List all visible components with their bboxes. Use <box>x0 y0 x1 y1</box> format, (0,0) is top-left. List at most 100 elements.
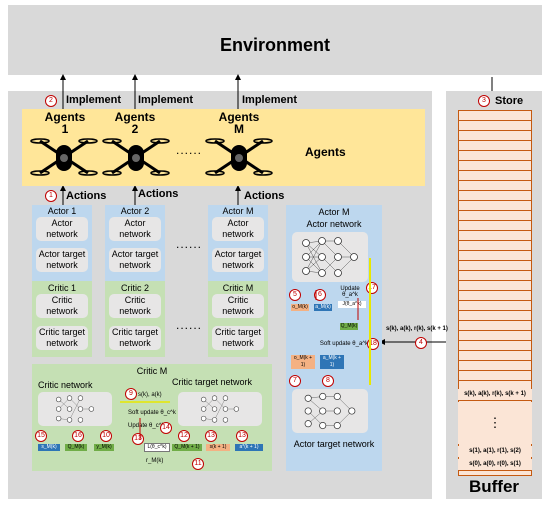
actor-detail-target-label: Actor target network <box>293 439 375 449</box>
critic-detail-title: Critic M <box>136 366 168 376</box>
step-15-marker: 15 <box>35 430 47 442</box>
critic-network: Critic network <box>212 294 264 318</box>
neural-net-icon <box>304 392 356 430</box>
environment-label: Environment <box>219 35 330 55</box>
critic-state-action: s(k), a(k) <box>138 392 162 398</box>
actor-title: Actor 2 <box>120 206 150 216</box>
actor-soft-update-label: Soft update θ_a^k <box>319 341 369 347</box>
actions-label-1: Actions <box>66 190 107 202</box>
step-5-marker: 5 <box>289 289 301 301</box>
critic-next-q: Q_M(k + 1) <box>172 444 202 451</box>
buffer-row-latest: s(k), a(k), r(k), s(k + 1) <box>458 389 532 400</box>
critic-soft-update-label: Soft update θ_c^k <box>128 410 176 416</box>
critic-detail-net-label: Critic network <box>38 380 93 390</box>
actor-next-observation: o_M(k + 1) <box>291 355 315 369</box>
actor-update-label: Update θ_a^k <box>340 286 360 298</box>
agent-column-1: Actor 1 Actor network Actor target netwo… <box>32 205 92 357</box>
step-1-marker: 1 <box>45 190 57 202</box>
actor-title: Actor 1 <box>47 206 77 216</box>
critic-target-network: Critic target network <box>36 326 88 350</box>
agents-band-label: Agents <box>305 145 346 159</box>
agent-column-m: Actor M Actor network Actor target netwo… <box>208 205 268 357</box>
step-4-marker: 4 <box>415 337 427 349</box>
critic-target-network: Critic target network <box>212 326 264 350</box>
sample-tuple-label: s(k), a(k), r(k), s(k + 1) <box>386 326 448 332</box>
critic-update-label: Update θ_c^k <box>128 423 165 429</box>
implement-label-3: Implement <box>242 94 298 106</box>
critic-loss: L(θ_c^k) <box>144 443 170 452</box>
actor-network: Actor network <box>109 217 161 241</box>
critic-target-network: Critic target network <box>109 326 161 350</box>
critic-title: Critic 1 <box>47 283 76 293</box>
actor-target-network: Actor target network <box>36 248 88 272</box>
critic-detail-target-label: Critic target network <box>172 377 253 387</box>
actor-network: Actor network <box>212 217 264 241</box>
actor-objective: J(θ_a^k) <box>338 301 366 308</box>
step-9-marker: 9 <box>125 388 137 400</box>
actions-label-2: Actions <box>138 188 179 200</box>
buffer-row-0: s(0), a(0), r(0), s(1) <box>458 459 532 470</box>
step-10-marker: 10 <box>100 430 112 442</box>
store-label: Store <box>495 95 524 107</box>
step-14-marker: 14 <box>160 422 172 434</box>
neural-net-icon <box>200 395 240 423</box>
buffer-label: Buffer <box>468 477 520 496</box>
drone-icon <box>205 138 273 176</box>
critic-q-value: Q_M(k) <box>65 444 87 451</box>
actor-m-detail: Actor M Actor network 5 6 17 Update θ_a^… <box>286 205 382 471</box>
step-8-marker: 8 <box>322 375 334 387</box>
critic-target-y: y_M(k) <box>94 444 114 451</box>
step-13b-marker: 13 <box>205 430 217 442</box>
columns-ellipsis-top: ...... <box>176 237 203 251</box>
implement-label-1: Implement <box>66 94 122 106</box>
critic-state: s_M(k) <box>38 444 60 451</box>
actor-q-value: Q_M(k) <box>340 323 358 330</box>
critic-m-detail: Critic M Critic network Critic target ne… <box>32 364 272 471</box>
actor-next-action: a_M(k + 1) <box>320 355 344 369</box>
step-3-marker: 3 <box>478 95 490 107</box>
actions-label-3: Actions <box>244 190 285 202</box>
step-16-marker: 16 <box>72 430 84 442</box>
actor-detail-network <box>292 232 368 282</box>
step-7-marker: 7 <box>289 375 301 387</box>
step-12-marker: 12 <box>178 430 190 442</box>
actor-observation: o_M(k) <box>291 304 309 311</box>
agents-ellipsis: ...... <box>176 143 203 157</box>
critic-detail-target-network <box>178 392 262 426</box>
implement-label-2: Implement <box>138 94 194 106</box>
agent-2-label: Agents 2 <box>114 110 156 136</box>
critic-next-state: s(k + 1) <box>206 444 230 451</box>
columns-ellipsis-bottom: ...... <box>176 318 203 332</box>
agent-column-2: Actor 2 Actor network Actor target netwo… <box>105 205 165 357</box>
agent-m-label: Agents M <box>218 110 260 136</box>
actor-detail-net-label: Actor network <box>306 219 362 229</box>
actor-detail-target-network <box>292 389 368 433</box>
drone-icon <box>102 138 170 176</box>
buffer-row-1: s(1), a(1), r(1), s(2) <box>458 446 532 457</box>
critic-reward: r_M(k) <box>146 458 164 464</box>
critic-next-action: a*(k + 1) <box>235 444 263 451</box>
critic-network: Critic network <box>36 294 88 318</box>
step-6-marker: 6 <box>314 289 326 301</box>
actor-target-network: Actor target network <box>109 248 161 272</box>
actor-action: a_M(k) <box>314 304 332 311</box>
critic-title: Critic M <box>222 283 254 293</box>
neural-net-icon <box>302 237 358 277</box>
neural-net-icon <box>55 395 95 423</box>
actor-title: Actor M <box>222 206 254 216</box>
step-13-marker: 13 <box>132 433 144 445</box>
environment-box: Environment <box>8 5 542 75</box>
agent-1-label: Agents 1 <box>44 110 86 136</box>
step-2-marker: 2 <box>45 95 57 107</box>
step-13c-marker: 13 <box>236 430 248 442</box>
actor-detail-title: Actor M <box>318 207 350 217</box>
drone-icon <box>30 138 98 176</box>
critic-detail-network <box>38 392 112 426</box>
actor-network: Actor network <box>36 217 88 241</box>
critic-title: Critic 2 <box>120 283 149 293</box>
step-11-marker: 11 <box>192 458 204 470</box>
critic-network: Critic network <box>109 294 161 318</box>
buffer-ellipsis: ⋮ <box>458 402 532 444</box>
actor-target-network: Actor target network <box>212 248 264 272</box>
